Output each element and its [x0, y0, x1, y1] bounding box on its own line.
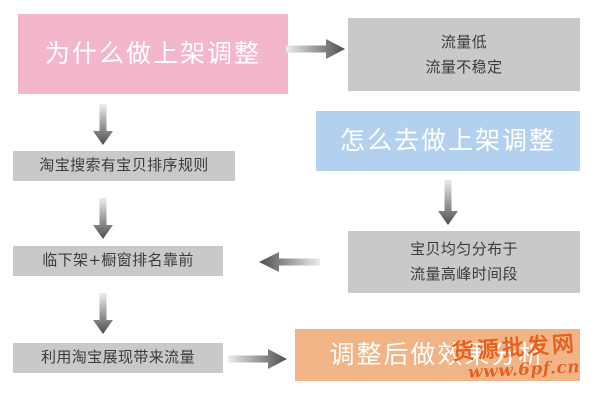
- node-how-adjust: 怎么去做上架调整: [316, 111, 580, 171]
- node-low-traffic: 流量低 流量不稳定: [348, 18, 580, 91]
- node-even-distribution-line1: 宝贝均匀分布于: [410, 240, 518, 259]
- node-even-distribution-line2: 流量高峰时间段: [410, 265, 518, 283]
- node-why-adjust-label: 为什么做上架调整: [44, 39, 261, 68]
- arrow-distribution-to-shelfrank-icon: [258, 251, 320, 273]
- node-effect-analysis: 调整后做效果分析: [295, 329, 580, 381]
- node-low-traffic-line2: 流量不稳定: [425, 57, 503, 76]
- arrow-shelfrank-to-traffic-icon: [92, 293, 114, 335]
- arrow-searchrule-to-shelfrank-icon: [92, 198, 114, 240]
- node-shelf-rank: 临下架+橱窗排名靠前: [13, 246, 223, 276]
- arrow-why-to-lowtraffic-icon: [286, 38, 346, 60]
- node-even-distribution: 宝贝均匀分布于 流量高峰时间段: [348, 231, 580, 293]
- node-low-traffic-line1: 流量低: [440, 32, 488, 51]
- node-bring-traffic: 利用淘宝展现带来流量: [13, 343, 223, 373]
- node-search-rule: 淘宝搜索有宝贝排序规则: [13, 151, 235, 181]
- node-how-adjust-label: 怎么去做上架调整: [339, 126, 556, 155]
- arrow-why-to-searchrule-icon: [92, 104, 114, 146]
- node-shelf-rank-label: 临下架+橱窗排名靠前: [42, 251, 194, 270]
- node-why-adjust: 为什么做上架调整: [18, 14, 288, 94]
- arrow-traffic-to-analysis-icon: [228, 348, 288, 370]
- node-search-rule-label: 淘宝搜索有宝贝排序规则: [39, 156, 209, 175]
- node-effect-analysis-label: 调整后做效果分析: [329, 340, 546, 369]
- arrow-howadjust-to-distribution-icon: [437, 180, 459, 226]
- node-bring-traffic-label: 利用淘宝展现带来流量: [40, 348, 195, 367]
